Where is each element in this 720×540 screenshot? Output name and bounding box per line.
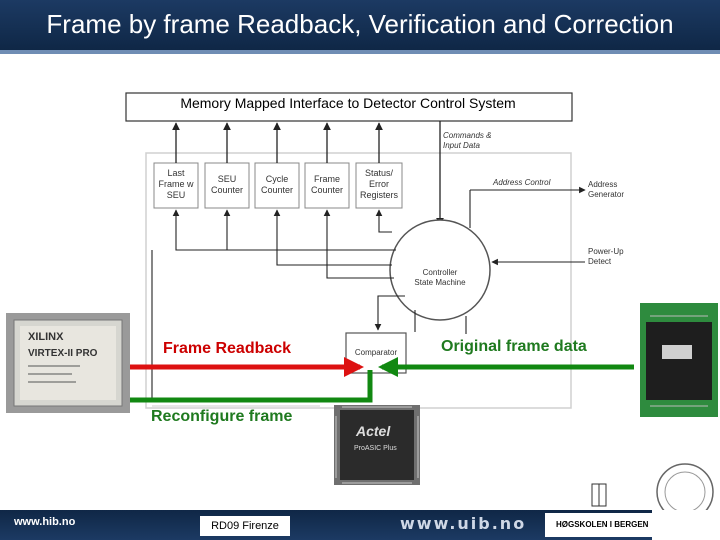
reconfigure-arrow bbox=[104, 370, 373, 410]
commands-label: Commands & Input Data bbox=[443, 131, 492, 150]
uib-seal-box bbox=[652, 510, 720, 540]
slide-header: Frame by frame Readback, Verification an… bbox=[0, 0, 720, 50]
register-boxes bbox=[153, 162, 403, 209]
register-seu-counter bbox=[204, 162, 250, 209]
actel-model-text: ProASIC Plus bbox=[354, 445, 397, 452]
register-cycle-counter-label: Cycle Counter bbox=[260, 174, 294, 195]
flash-memory-chip bbox=[640, 303, 718, 417]
block-diagram: XILINX VIRTEX-II PRO Actel ProASIC Plus bbox=[6, 92, 718, 510]
register-frame-counter-label: Frame Counter bbox=[310, 174, 344, 195]
memory-mapped-interface-box bbox=[125, 92, 573, 122]
slide-title: Frame by frame Readback, Verification an… bbox=[46, 9, 674, 39]
xilinx-model-text: VIRTEX-II PRO bbox=[28, 348, 98, 359]
hib-logo bbox=[591, 483, 607, 507]
original-frame-label: Original frame data bbox=[441, 338, 587, 355]
register-seu-counter-label: SEU Counter bbox=[210, 174, 244, 195]
interface-label: Memory Mapped Interface to Detector Cont… bbox=[180, 95, 516, 111]
frame-readback-label: Frame Readback bbox=[163, 340, 292, 357]
actel-fpga-chip: Actel ProASIC Plus bbox=[334, 405, 420, 485]
register-status-error-label: Status/ Error Registers bbox=[359, 168, 398, 200]
actel-brand-text: Actel bbox=[355, 423, 391, 439]
header-stripe bbox=[0, 50, 720, 54]
slide-footer: www.hib.no RD09 Firenze www.uib.no HØGSK… bbox=[0, 510, 720, 540]
hib-url[interactable]: www.hib.no bbox=[14, 516, 76, 528]
register-frame-counter bbox=[304, 162, 350, 209]
reconfigure-frame-label: Reconfigure frame bbox=[151, 408, 293, 425]
uib-url[interactable]: www.uib.no bbox=[400, 514, 527, 533]
xilinx-brand-text: XILINX bbox=[28, 331, 64, 343]
address-generator-label: Address Generator bbox=[588, 180, 625, 199]
xilinx-fpga-chip: XILINX VIRTEX-II PRO bbox=[6, 313, 130, 413]
uib-seal bbox=[656, 463, 714, 510]
conference-label: RD09 Firenze bbox=[200, 516, 290, 536]
controller-label: Controller State Machine bbox=[414, 268, 466, 287]
comparator-label: Comparator bbox=[354, 348, 398, 357]
controller-state-machine bbox=[389, 219, 491, 321]
address-control-label: Address Control bbox=[493, 178, 551, 187]
register-last-frame-label: Last Frame w SEU bbox=[158, 168, 194, 200]
powerup-detect-label: Power-Up Detect bbox=[588, 247, 624, 266]
hib-name-box bbox=[545, 513, 655, 537]
hib-name: HØGSKOLEN I BERGEN bbox=[556, 520, 649, 529]
